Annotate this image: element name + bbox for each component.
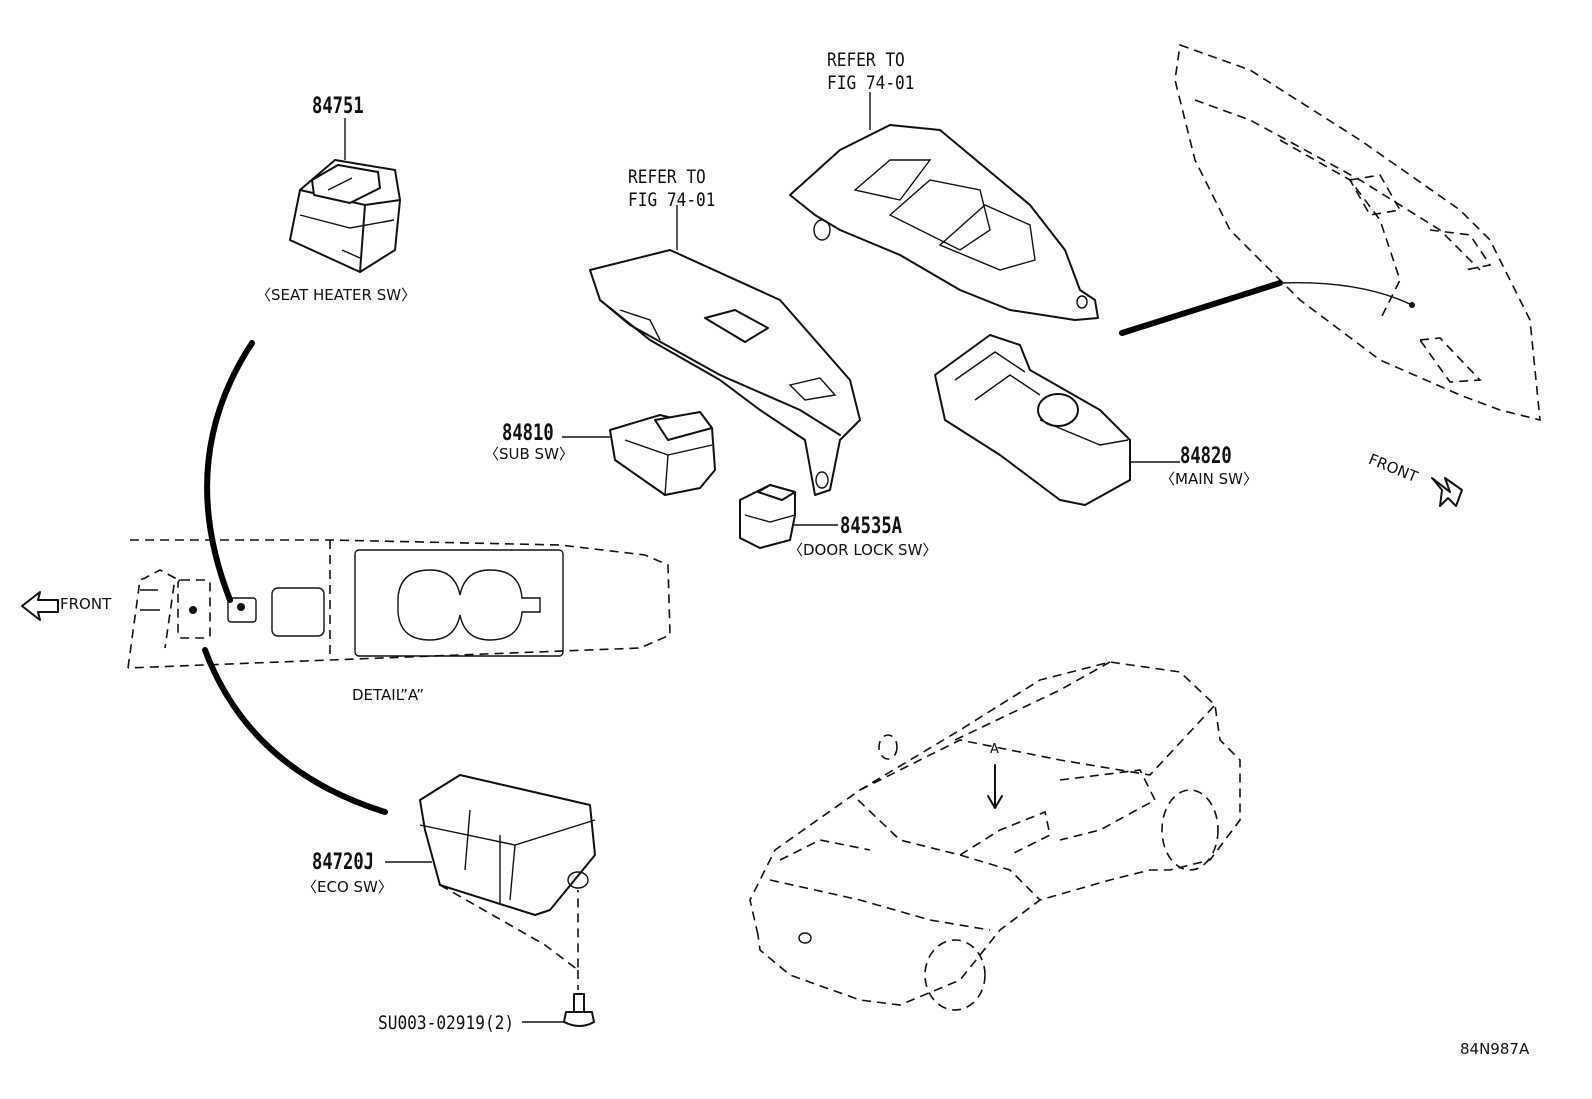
part-number-sub-sw: 84810: [502, 421, 554, 446]
eco-switch: [385, 774, 596, 990]
part-number-main-sw: 84820: [1180, 444, 1232, 469]
refer-line-2: FIG 74-01: [827, 72, 915, 94]
switch-bezel: [789, 92, 1099, 321]
diagram-code: 84N987A: [1460, 1040, 1530, 1058]
refer-to-label-1: REFER TO FIG 74-01: [827, 49, 915, 95]
door-outline: [1119, 43, 1541, 422]
caption-sub-sw: 〈SUB SW〉: [484, 445, 574, 463]
front-arrow-left-icon: [21, 591, 59, 621]
refer-line-2: FIG 74-01: [628, 189, 716, 211]
part-number-screw: SU003-02919(2): [378, 1012, 515, 1034]
car-outline: [749, 661, 1241, 1011]
door-lock-switch: [739, 484, 838, 549]
refer-line-1: REFER TO: [628, 166, 706, 188]
part-number-seat-heater: 84751: [312, 94, 364, 119]
seat-heater-switch: [289, 118, 401, 273]
caption-door-lock: 〈DOOR LOCK SW〉: [788, 541, 938, 559]
front-arrow-right-icon: [1431, 477, 1463, 507]
part-number-eco-sw: 84720J: [312, 850, 374, 875]
refer-line-1: REFER TO: [827, 49, 905, 71]
seat-heater-leader: [204, 340, 255, 603]
caption-main-sw: 〈MAIN SW〉: [1160, 470, 1258, 488]
sub-switch: [562, 411, 716, 496]
caption-eco-sw: 〈ECO SW〉: [302, 878, 393, 896]
view-a-marker: A: [990, 742, 999, 757]
detail-a-label: DETAIL”A”: [352, 686, 425, 704]
eco-switch-leader: [202, 647, 388, 815]
front-label-left: FRONT: [60, 595, 112, 613]
refer-to-label-2: REFER TO FIG 74-01: [628, 166, 716, 212]
door-trim-panel: [589, 205, 861, 496]
part-number-door-lock: 84535A: [840, 514, 902, 539]
main-switch: [934, 334, 1180, 506]
caption-seat-heater: 〈SEAT HEATER SW〉: [256, 286, 417, 304]
console-detail: [127, 539, 671, 669]
screw-icon: [522, 993, 595, 1027]
